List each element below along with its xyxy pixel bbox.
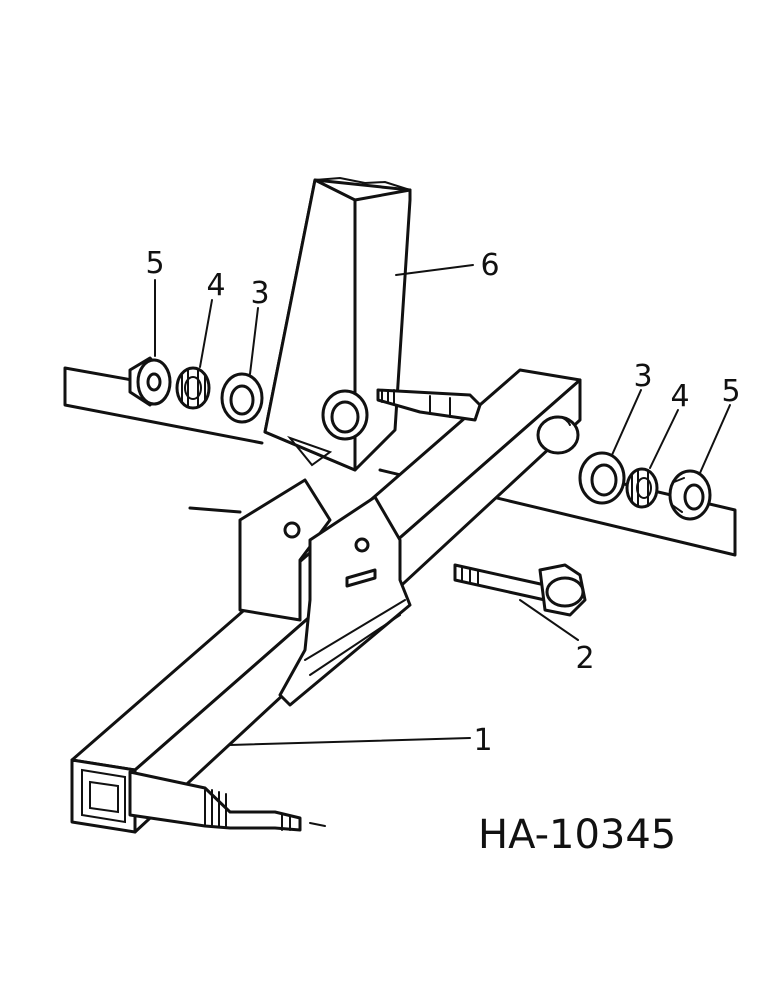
callout-4-left: 4 — [206, 268, 225, 303]
callout-4-right: 4 — [670, 379, 689, 414]
callout-3-right: 3 — [633, 359, 652, 394]
hub-cap-right — [668, 469, 712, 521]
mounting-bracket — [238, 478, 412, 707]
background-plane — [63, 366, 737, 557]
callout-3-left: 3 — [250, 276, 269, 311]
spindle — [128, 770, 326, 832]
bearing-cup-right — [578, 451, 626, 505]
bearing-cup-left — [220, 372, 264, 424]
hub-cap-left — [128, 356, 172, 407]
callout-5-left: 5 — [145, 246, 164, 281]
bearing-cone-right — [625, 467, 659, 509]
callout-2: 2 — [575, 641, 594, 676]
figure-id: HA-10345 — [478, 812, 676, 858]
stub-axle-right — [376, 388, 482, 422]
leader-lines — [154, 264, 731, 746]
callout-5-right: 5 — [721, 374, 740, 409]
upright-tube — [263, 176, 412, 472]
callout-1: 1 — [473, 723, 492, 758]
callout-6: 6 — [480, 248, 499, 283]
bearing-cone-left — [175, 366, 211, 410]
bolt — [453, 563, 587, 617]
axle-boss — [536, 415, 580, 455]
